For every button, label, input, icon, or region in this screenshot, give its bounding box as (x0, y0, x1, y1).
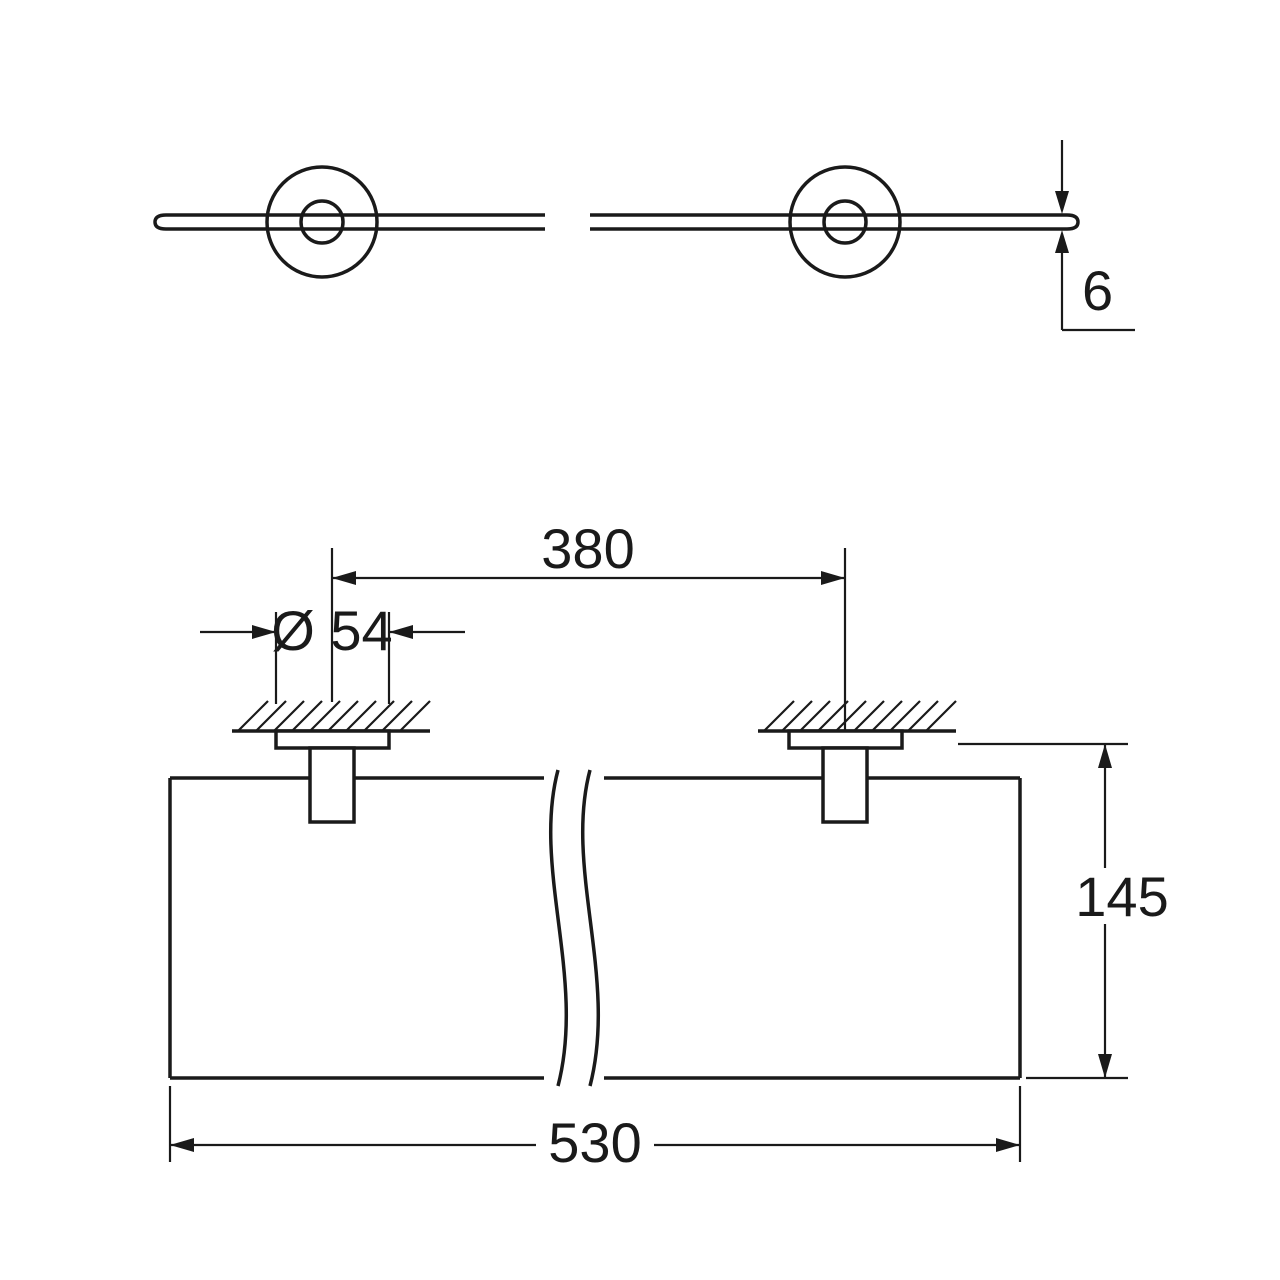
right-mount-outer-ring (788, 165, 902, 279)
right-wall-mount (787, 729, 904, 824)
arrow-down-icon (1098, 1054, 1112, 1078)
dimension-mount-spacing: 380 (330, 517, 847, 731)
left-mount-flange (274, 729, 391, 750)
break-line-right (580, 769, 601, 1087)
dimension-label-diameter: Ø 54 (271, 599, 392, 662)
shelf-profile (168, 769, 1022, 1087)
wall-hatching-left (232, 700, 431, 733)
break-line-left (548, 769, 569, 1087)
arrow-up-icon (1098, 744, 1112, 768)
dimension-shelf-height: 145 (958, 742, 1182, 1080)
wall-hatching-right (758, 700, 957, 733)
dimension-shelf-width: 530 (168, 1086, 1022, 1174)
arrow-left-icon (389, 625, 413, 639)
dimension-label-thickness: 6 (1082, 259, 1113, 322)
arrow-up-icon (1055, 230, 1069, 253)
arrow-left-icon (170, 1138, 194, 1152)
left-mount-inner-ring (299, 199, 345, 245)
arrow-down-icon (1055, 191, 1069, 214)
arrow-right-icon (252, 625, 276, 639)
arrow-right-icon (821, 571, 845, 585)
left-wall-mount (274, 729, 391, 824)
dimension-glass-thickness: 6 (1055, 140, 1135, 332)
right-mount-flange (787, 729, 904, 750)
left-mount-outer-ring (265, 165, 379, 279)
top-view: 6 (153, 140, 1135, 332)
dimension-mount-diameter: Ø 54 (200, 599, 465, 704)
left-mount-stem (308, 746, 356, 824)
arrow-left-icon (332, 571, 356, 585)
top-view-glass-right (590, 213, 1080, 231)
dimension-label-width: 530 (548, 1111, 641, 1174)
right-mount-stem (821, 746, 869, 824)
front-elevation: 380 Ø 54 (168, 517, 1182, 1174)
arrow-right-icon (996, 1138, 1020, 1152)
top-view-glass-left (153, 213, 545, 231)
dimension-label-height: 145 (1075, 865, 1168, 928)
dimension-label-spacing: 380 (541, 517, 634, 580)
right-mount-inner-ring (822, 199, 868, 245)
